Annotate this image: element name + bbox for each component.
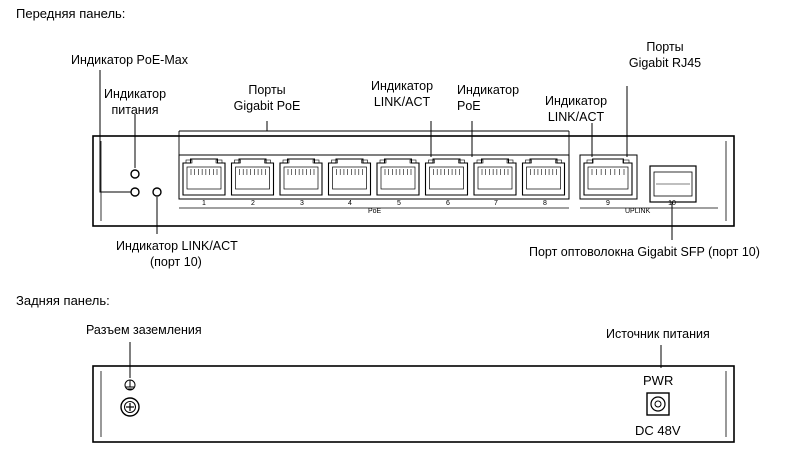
pwr-label: PWR [643,373,674,388]
power-indicator-label: Индикатор питания [103,87,167,117]
link-act-indicator-label: Индикатор LINK/ACT [370,79,434,109]
power-led [130,187,140,197]
rj45-port [279,158,323,196]
port-number: 2 [251,200,255,207]
poe-group-label: PoE [368,208,382,215]
poe-ports [182,158,566,196]
ground-connector-label: Разъем заземления [86,323,202,337]
port-number: 7 [494,200,498,207]
front-leds [130,169,162,197]
port-number: 3 [300,200,304,207]
rear-panel-title: Задняя панель: [16,293,110,308]
link-act-port10-led [152,187,162,197]
dc-power-jack [646,392,670,416]
sfp-port [649,165,697,203]
dc-voltage-label: DC 48V [635,423,681,438]
rj45-port [583,158,633,196]
rj45-ports-label: Порты Gigabit RJ45 [628,40,702,70]
port-number: 6 [446,200,450,207]
poe-ports-label: Порты Gigabit PoE [233,83,301,113]
front-panel-chassis [92,130,735,227]
rj45-port [230,158,275,196]
front-leader-lines [99,70,673,240]
ground-screw [120,397,140,417]
link-act-uplink-indicator-label: Индикатор LINK/ACT [544,94,608,124]
front-panel-title: Передняя панель: [16,6,126,21]
rj45-port [376,158,420,196]
uplink-group-label: UPLINK [625,208,651,215]
port-number: 1 [202,200,206,207]
sfp-port-label: Порт оптоволокна Gigabit SFP (порт 10) [529,245,760,259]
port-number: 9 [606,200,610,207]
rj45-port [521,158,566,196]
link-act-port10-label: Индикатор LINK/ACT (порт 10) [116,239,238,269]
rear-panel-chassis [92,365,735,443]
rj45-port [424,158,469,196]
port-number: 8 [543,200,547,207]
rj45-port [473,158,517,196]
port-number: 4 [348,200,352,207]
uplink-rj45-port [583,158,633,196]
poe-max-indicator-label: Индикатор PoE-Max [71,53,188,67]
rear-leader-lines [129,342,662,378]
rj45-port [327,158,372,196]
port-number: 5 [397,200,401,207]
rj45-port [182,158,226,196]
poe-indicator-label: Индикатор PoE [457,83,520,113]
power-source-label: Источник питания [606,327,710,341]
port-number: 10 [668,200,676,207]
poe-max-led [130,169,140,179]
ground-symbol-icon [124,379,136,391]
